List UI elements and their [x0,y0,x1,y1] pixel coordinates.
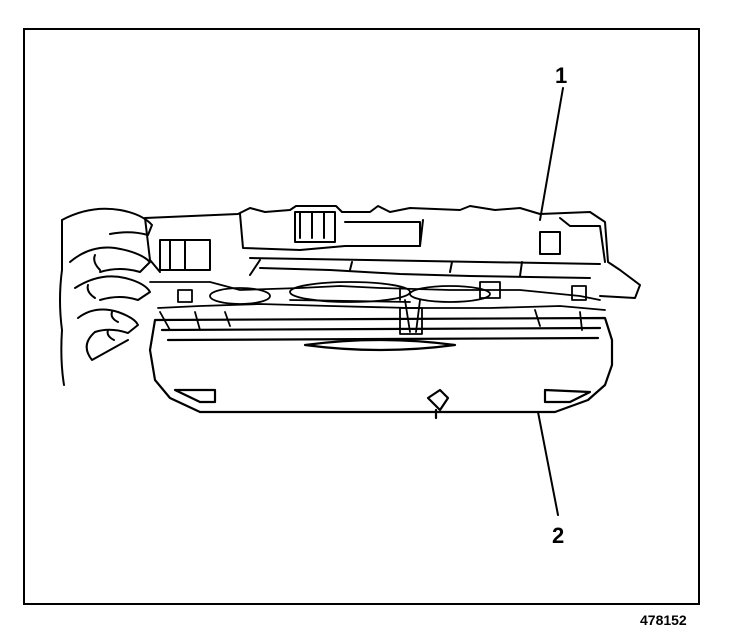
leader-lines [537,87,564,516]
figure-number: 478152 [640,612,687,628]
hand [59,207,153,386]
leader-line-2 [537,411,559,516]
callout-1: 1 [555,63,568,88]
gear-section [149,281,606,335]
callout-2: 2 [552,523,565,548]
upper-housing [144,205,641,299]
leader-line-1 [539,87,564,221]
lower-cover [148,316,614,420]
figure-frame [23,28,700,605]
